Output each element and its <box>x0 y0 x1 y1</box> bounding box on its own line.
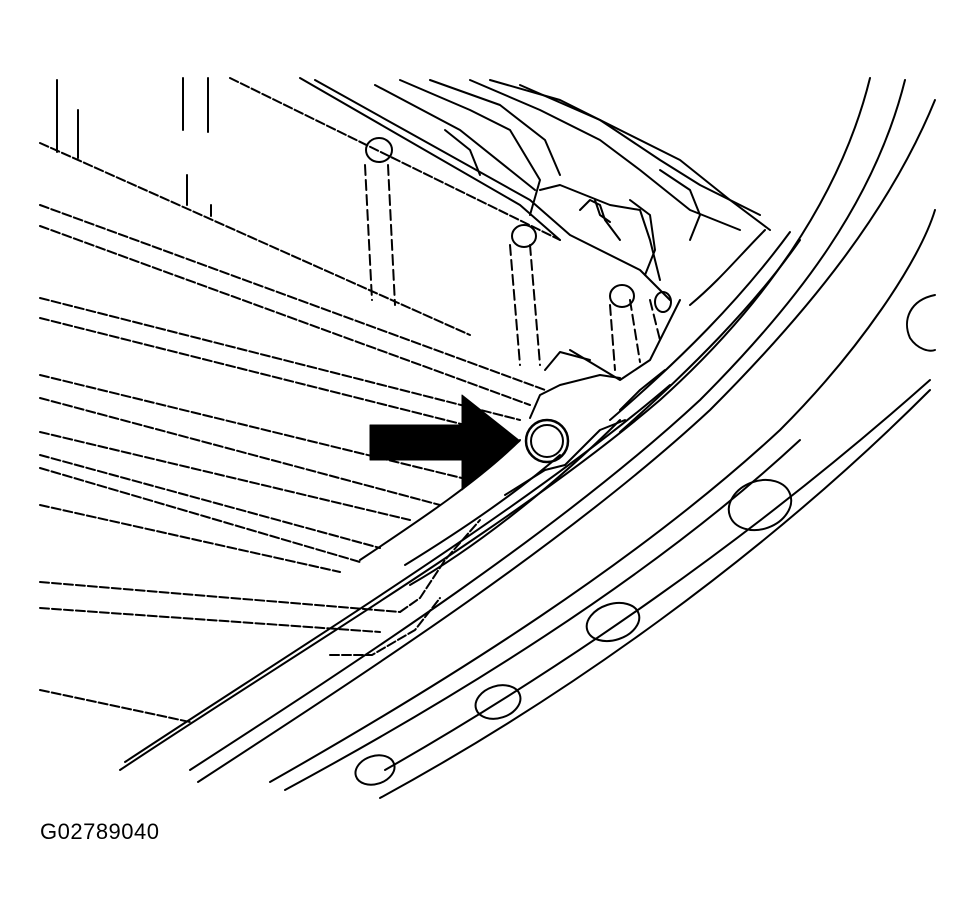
arrow-right-icon <box>369 394 521 491</box>
figure-code: G02789040 <box>40 819 160 844</box>
component-assembly <box>300 78 770 410</box>
vertical-posts <box>57 78 211 216</box>
mounting-studs <box>365 165 660 370</box>
frame-rails <box>40 78 560 722</box>
stud-heads <box>366 138 671 312</box>
body-panel-curves <box>120 78 935 798</box>
panel-holes <box>352 295 935 789</box>
highlighted-bolt <box>526 420 568 462</box>
